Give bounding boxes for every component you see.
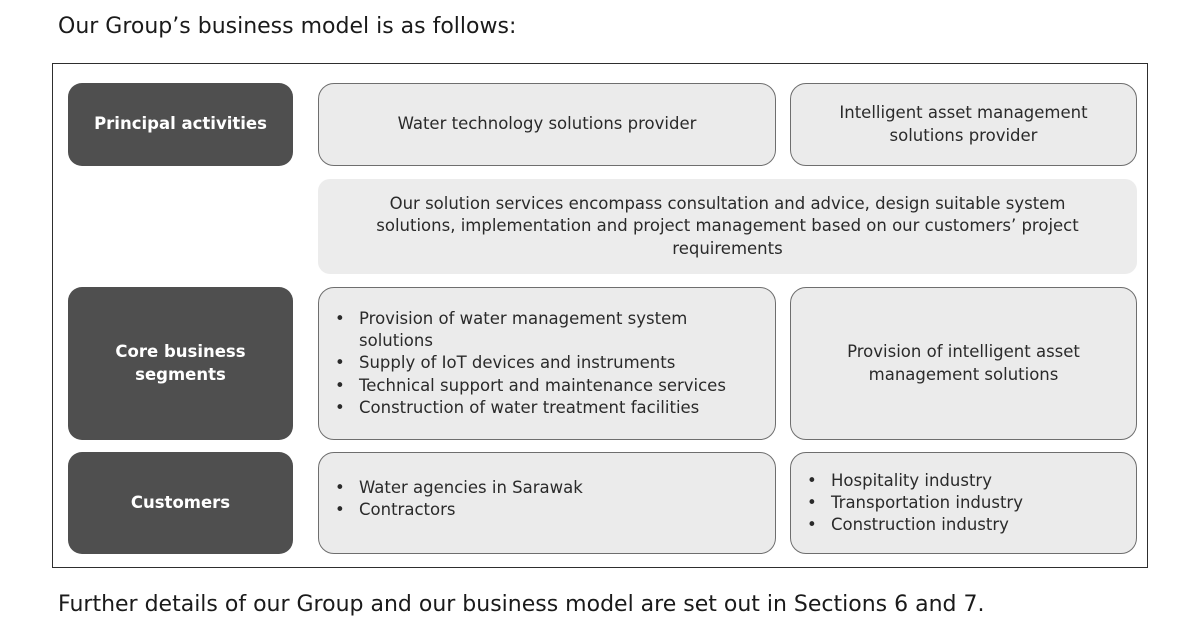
water-segments-box: Provision of water management system sol… [318, 287, 776, 440]
asset-customers-list: Hospitality industry Transportation indu… [805, 470, 1023, 537]
list-item: Transportation industry [805, 492, 1023, 515]
intelligent-asset-box: Intelligent asset management solutions p… [790, 83, 1137, 166]
water-segments-list: Provision of water management system sol… [333, 308, 743, 420]
list-item: Supply of IoT devices and instruments [333, 352, 743, 375]
list-item: Water agencies in Sarawak [333, 477, 583, 500]
customers-label: Customers [68, 452, 293, 554]
outro-text: Further details of our Group and our bus… [58, 592, 985, 617]
core-business-segments-label-text: Core business segments [115, 342, 246, 384]
list-item: Construction industry [805, 514, 1023, 537]
water-customers-list: Water agencies in Sarawak Contractors [333, 477, 583, 522]
list-item: Technical support and maintenance servic… [333, 375, 743, 398]
asset-customers-box: Hospitality industry Transportation indu… [790, 452, 1137, 554]
solution-services-description-text: Our solution services encompass consulta… [376, 194, 1079, 258]
water-customers-box: Water agencies in Sarawak Contractors [318, 452, 776, 554]
customers-label-text: Customers [130, 492, 231, 512]
intelligent-asset-text: Intelligent asset management solutions p… [839, 103, 1088, 145]
solution-services-description-box: Our solution services encompass consulta… [318, 179, 1137, 274]
asset-segments-text: Provision of intelligent asset managemen… [847, 342, 1080, 384]
list-item: Hospitality industry [805, 470, 1023, 493]
water-technology-text: Water technology solutions provider [397, 114, 697, 134]
list-item: Provision of water management system sol… [333, 308, 743, 353]
list-item: Construction of water treatment faciliti… [333, 397, 743, 420]
intro-text: Our Group’s business model is as follows… [58, 14, 517, 39]
asset-segments-box: Provision of intelligent asset managemen… [790, 287, 1137, 440]
principal-activities-label-text: Principal activities [94, 114, 267, 134]
principal-activities-label: Principal activities [68, 83, 293, 166]
list-item: Contractors [333, 499, 583, 522]
water-technology-box: Water technology solutions provider [318, 83, 776, 166]
core-business-segments-label: Core business segments [68, 287, 293, 440]
